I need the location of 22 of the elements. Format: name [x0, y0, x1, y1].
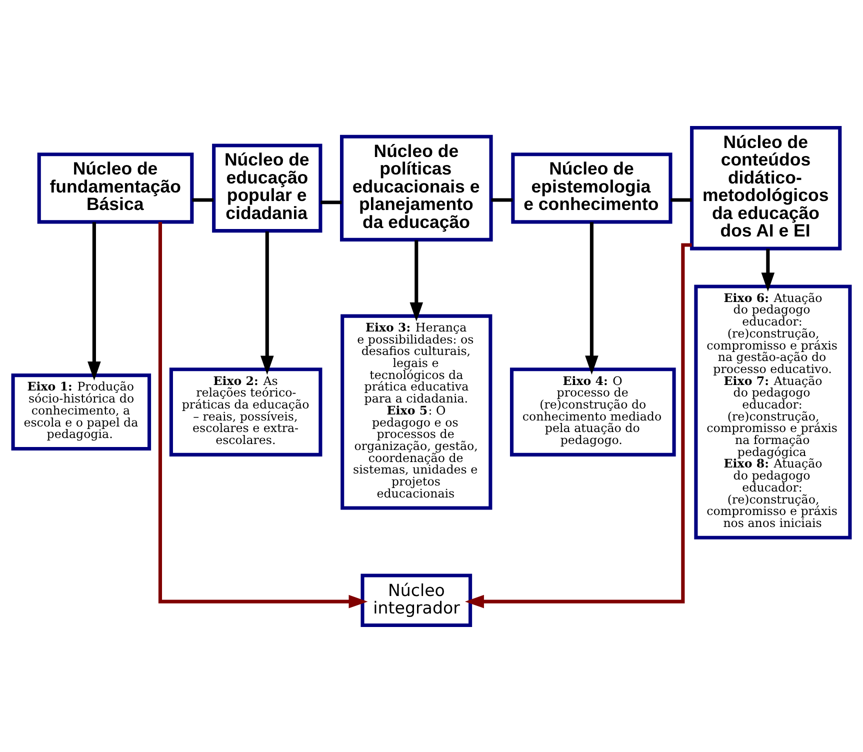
- node-box: Núcleo de políticas educacionais e planejamento da educação: [340, 134, 493, 241]
- node-box: Eixo 2: As relações teórico-práticas da educação – reais, possíveis, escolares e extra-escolares.: [169, 367, 322, 456]
- node-box: Núcleo de epistemologia e conhecimento: [511, 152, 672, 224]
- connector: [192, 198, 214, 202]
- node-box: Núcleo de conteúdos didático-metodológicos da educação dos AI e EI: [690, 125, 842, 250]
- arrow: [158, 221, 368, 608]
- connector: [320, 200, 342, 204]
- node-box: Eixo 3: Herança e possibilidades: os desafios culturais, legais e tecnológicos da prática educativa para a cidadania. Eixo 5: O pedagogo e os processos de organização, gestão, coordenação de sistemas, unidades e projetos educacionais: [340, 314, 492, 510]
- node-box: Eixo 4: O processo de (re)construção do conhecimento mediado pela atuação do pedagogo.: [510, 367, 676, 456]
- node-box: Núcleo de educação popular e cidadania: [212, 143, 322, 232]
- arrow: [260, 230, 274, 374]
- arrow: [464, 242, 692, 608]
- node-box: Núcleo de fundamentação Básica: [37, 152, 194, 224]
- connector: [670, 198, 692, 202]
- arrow: [410, 240, 424, 321]
- arrow: [761, 248, 775, 292]
- node-box: Eixo 6: Atuação do pedagogo educador: (re)construção, compromisso e práxis na gestão-ação do processo educativo. Eixo 7: Atuação do pedagogo educador: (re)construção, compromisso e práxis na formação pedagógica Eixo 8: Atuação do pedagogo educador: (re)construção, compromisso e práxis nos anos iniciais: [694, 284, 852, 539]
- connector: [491, 198, 513, 202]
- node-box: Eixo 1: Produção sócio-histórica do conhecimento, a escola e o papel da pedagogia.: [11, 373, 152, 450]
- arrow: [88, 222, 101, 380]
- node-box: Núcleo integrador: [360, 573, 472, 627]
- arrow: [585, 222, 598, 374]
